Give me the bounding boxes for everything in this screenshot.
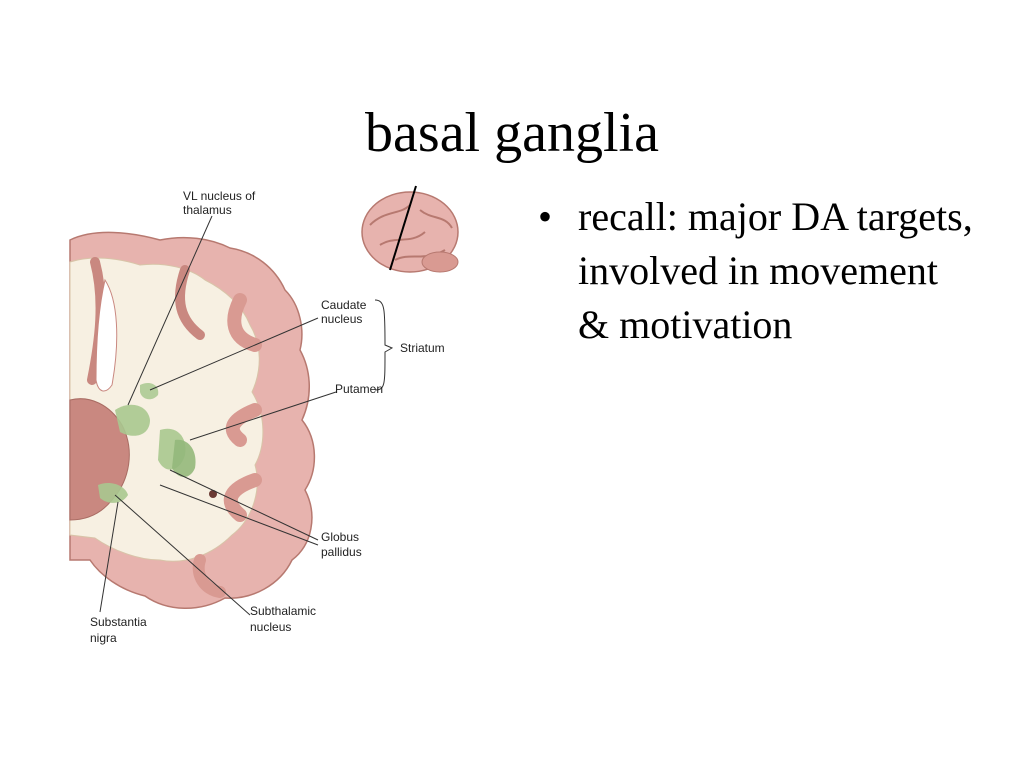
thalamus-region [69, 398, 130, 521]
diagram-labels: VL nucleus of thalamus Caudate nucleus S… [90, 189, 445, 645]
bullet-text: recall: major DA targets, involved in mo… [578, 194, 973, 347]
label-vl-nucleus-1: VL nucleus of [183, 189, 256, 203]
bullet-list: • recall: major DA targets, involved in … [538, 190, 978, 352]
label-globus-1: Globus [321, 530, 359, 544]
globus-pallidus-green-2 [172, 439, 196, 477]
sulcus-3 [227, 293, 262, 352]
bullet-marker: • [538, 194, 553, 239]
label-vl-nucleus-2: thalamus [183, 203, 232, 217]
label-putamen: Putamen [335, 382, 383, 396]
cortex-outer [69, 231, 316, 609]
bullet-item: • recall: major DA targets, involved in … [538, 190, 978, 352]
leader-lines [99, 215, 394, 616]
small-brain-icon [361, 185, 459, 273]
label-globus-2: pallidus [321, 545, 362, 559]
subthalamic-green [98, 483, 128, 503]
dark-spot [209, 490, 217, 498]
sulcus-5 [223, 473, 262, 522]
label-striatum: Striatum [400, 341, 445, 355]
slide-title: basal ganglia [365, 102, 659, 164]
globus-pallidus-green-1 [158, 428, 186, 470]
lateral-ventricle [95, 278, 118, 392]
white-matter [69, 257, 264, 562]
label-caudate-2: nucleus [321, 312, 362, 326]
coronal-section-illustration [69, 231, 316, 609]
label-substantia-1: Substantia [90, 615, 147, 629]
label-subthalamic-2: nucleus [250, 620, 291, 634]
vl-nucleus-green [115, 404, 150, 436]
label-caudate-1: Caudate [321, 298, 367, 312]
sulcus-4 [225, 403, 262, 447]
sulcus-2 [175, 265, 205, 340]
label-subthalamic-1: Subthalamic [250, 604, 316, 618]
label-substantia-2: nigra [90, 631, 117, 645]
caudate-green [140, 383, 159, 400]
sulcus-1 [87, 257, 106, 385]
sulcus-6 [192, 554, 226, 598]
